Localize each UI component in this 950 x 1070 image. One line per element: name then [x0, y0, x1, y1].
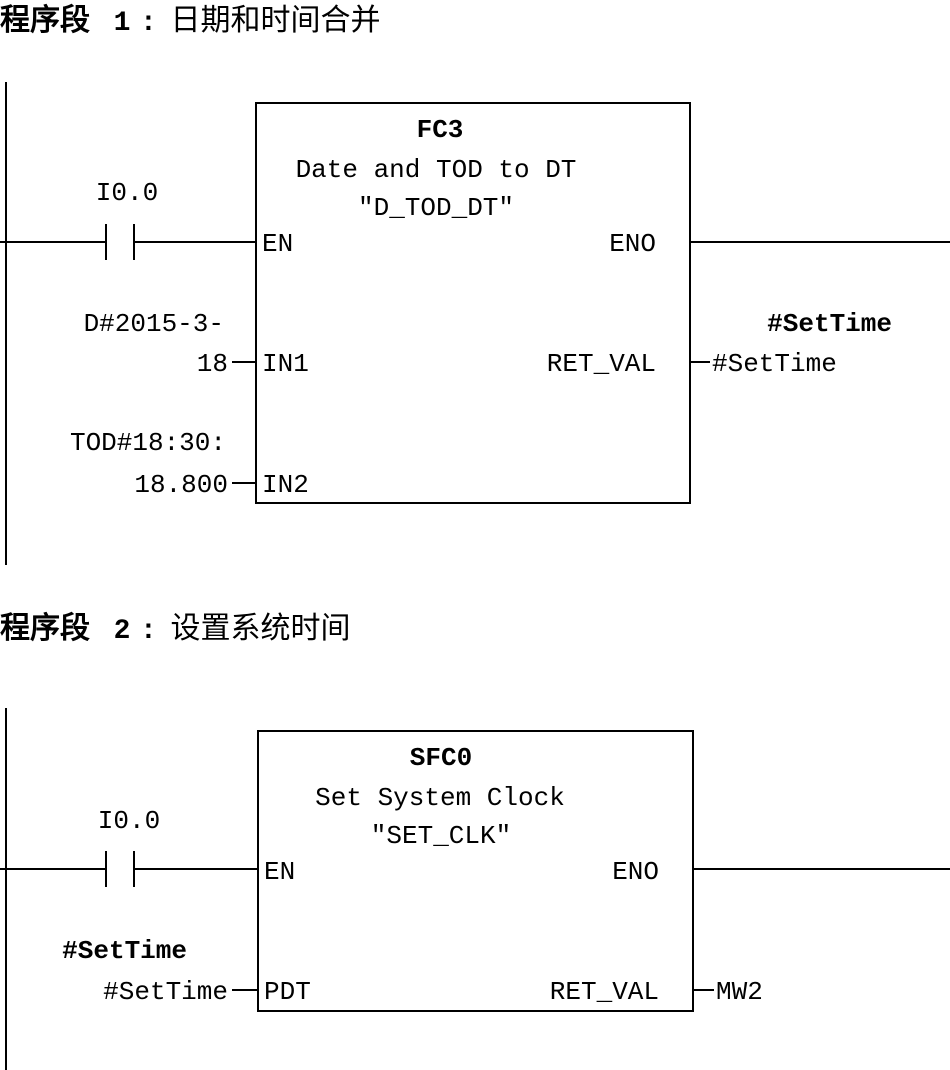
network-1-label: 程序段: [0, 3, 90, 38]
operand-ret-val-n2[interactable]: MW2: [693, 977, 763, 1007]
network-2[interactable]: 程序段 2 : 设置系统时间 I0.0 SFC0 Set System Cloc…: [0, 611, 950, 1070]
network-2-comment: 设置系统时间: [170, 611, 350, 646]
network-1-colon: :: [140, 8, 157, 39]
contact-i0-0-n2[interactable]: I0.0: [0, 806, 258, 887]
network-1[interactable]: 程序段 1 : 日期和时间合并 I0.0 FC3 Date and TOD to…: [0, 3, 950, 565]
block-description: Date and TOD to DT: [296, 155, 577, 185]
operand-in2[interactable]: TOD#18:30: 18.800: [70, 428, 256, 500]
operand-in1-line1: D#2015-3-: [84, 309, 224, 339]
block-id: FC3: [417, 115, 464, 145]
pin-ret-val: RET_VAL: [550, 977, 659, 1007]
block-box: [255, 102, 691, 504]
network-2-title: 程序段 2 : 设置系统时间: [0, 611, 350, 647]
function-block-fc3[interactable]: FC3 Date and TOD to DT ″D_TOD_DT″ EN ENO…: [255, 102, 691, 504]
pin-ret-val: RET_VAL: [547, 349, 656, 379]
network-2-colon: :: [140, 616, 157, 647]
network-1-title: 程序段 1 : 日期和时间合并: [0, 3, 380, 39]
network-1-comment: 日期和时间合并: [170, 3, 380, 38]
pin-eno: ENO: [612, 857, 659, 887]
ret-val-value: MW2: [716, 977, 763, 1007]
contact-i0-0-n1[interactable]: I0.0: [0, 178, 256, 260]
pin-en: EN: [264, 857, 295, 887]
block-symbol: ″SET_CLK″: [371, 821, 511, 851]
block-id: SFC0: [410, 743, 472, 773]
ret-val-symbol: #SetTime: [767, 309, 892, 339]
network-2-label: 程序段: [0, 611, 90, 646]
pdt-value: #SetTime: [103, 977, 228, 1007]
network-2-number: 2: [114, 616, 131, 647]
operand-pdt[interactable]: #SetTime #SetTime: [62, 936, 258, 1007]
operand-in1[interactable]: D#2015-3- 18: [84, 309, 256, 379]
network-1-number: 1: [114, 8, 131, 39]
contact-address: I0.0: [96, 178, 158, 208]
contact-address: I0.0: [98, 806, 160, 836]
pin-in2: IN2: [262, 470, 309, 500]
function-block-sfc0[interactable]: SFC0 Set System Clock ″SET_CLK″ EN ENO P…: [257, 730, 694, 1012]
pin-pdt: PDT: [264, 977, 311, 1007]
operand-in1-line2: 18: [197, 349, 228, 379]
block-description: Set System Clock: [315, 783, 565, 813]
operand-in2-line2: 18.800: [134, 470, 228, 500]
pin-in1: IN1: [262, 349, 309, 379]
block-box: [257, 730, 694, 1012]
pin-en: EN: [262, 229, 293, 259]
operand-ret-val-n1[interactable]: #SetTime #SetTime: [690, 309, 892, 379]
operand-in2-line1: TOD#18:30:: [70, 428, 226, 458]
pdt-symbol: #SetTime: [62, 936, 187, 966]
block-symbol: ″D_TOD_DT″: [358, 193, 514, 223]
pin-eno: ENO: [609, 229, 656, 259]
ret-val-value: #SetTime: [712, 349, 837, 379]
